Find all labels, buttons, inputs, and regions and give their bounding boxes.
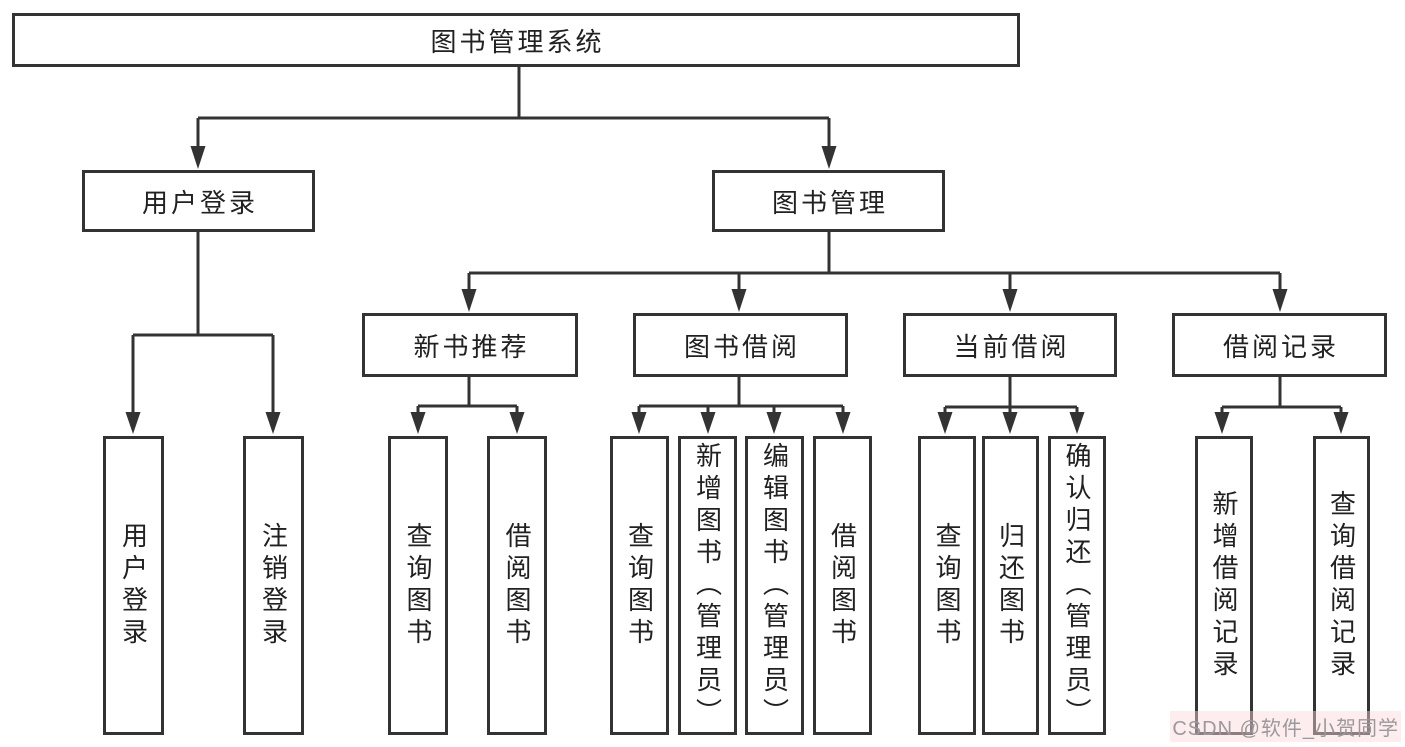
- leaf-query-books-recommend: 查询图书: [388, 436, 448, 735]
- leaf-label: 查询图书: [624, 521, 655, 650]
- node-label: 当前借阅: [953, 331, 1070, 362]
- connector-borrowing: [637, 377, 845, 416]
- leaf-add-borrow-record: 新增借阅记录: [1195, 436, 1253, 735]
- node-label: 用户登录: [141, 187, 258, 218]
- arrowhead-icon: [461, 289, 477, 312]
- leaf-label: 用户登录: [118, 521, 149, 650]
- connector-new-rec: [416, 377, 519, 416]
- node-label: 图书管理: [771, 187, 888, 218]
- leaf-label: 编辑图书（管理员）: [759, 441, 790, 730]
- leaf-user-login: 用户登录: [103, 436, 164, 735]
- arrowhead-icon: [1069, 412, 1085, 434]
- connector-current: [943, 377, 1079, 416]
- leaf-query-books-borrowing: 查询图书: [610, 436, 669, 735]
- leaf-label: 查询图书: [932, 521, 962, 650]
- arrowheads: [125, 146, 1349, 434]
- arrowhead-icon: [1214, 412, 1230, 434]
- connector-user-login: [131, 232, 275, 416]
- node-current-borrowing: 当前借阅: [903, 313, 1117, 377]
- leaf-borrow-books-recommend: 借阅图书: [487, 436, 547, 735]
- leaf-return-books: 归还图书: [982, 436, 1039, 735]
- arrowhead-icon: [410, 412, 426, 434]
- node-label: 图书管理系统: [430, 26, 605, 57]
- arrowhead-icon: [766, 412, 782, 434]
- leaf-logout: 注销登录: [243, 436, 304, 735]
- leaf-label: 确认归还（管理员）: [1062, 441, 1092, 730]
- leaf-borrow-books-borrowing: 借阅图书: [813, 436, 872, 735]
- arrowhead-icon: [1272, 289, 1288, 312]
- leaf-label: 注销登录: [258, 521, 289, 650]
- arrowhead-icon: [631, 412, 647, 434]
- node-book-management-system: 图书管理系统: [12, 13, 1020, 67]
- node-label: 图书借阅: [683, 331, 800, 362]
- csdn-watermark: CSDN @软件_小贺同学: [1170, 711, 1401, 742]
- leaf-label: 新增图书（管理员）: [692, 441, 723, 730]
- connector-records: [1220, 377, 1343, 416]
- leaf-label: 借阅图书: [502, 521, 532, 650]
- leaf-add-book-admin: 新增图书（管理员）: [678, 436, 737, 735]
- node-borrowing-records: 借阅记录: [1172, 313, 1387, 377]
- arrowhead-icon: [1002, 412, 1018, 434]
- arrowhead-icon: [937, 412, 953, 434]
- arrowhead-icon: [731, 289, 747, 312]
- arrowhead-icon: [125, 412, 141, 434]
- node-label: 借阅记录: [1222, 331, 1339, 362]
- connector-book-mgmt: [467, 232, 1282, 294]
- leaf-label: 查询图书: [403, 521, 433, 650]
- leaf-query-borrow-record: 查询借阅记录: [1313, 436, 1370, 735]
- leaf-label: 新增借阅记录: [1209, 489, 1239, 682]
- node-book-borrowing: 图书借阅: [633, 313, 848, 377]
- node-label: 新书推荐: [413, 331, 530, 362]
- node-book-management-branch: 图书管理: [712, 170, 945, 232]
- node-new-book-recommendation: 新书推荐: [362, 313, 578, 377]
- connector-root: [196, 67, 831, 152]
- node-user-login-branch: 用户登录: [82, 170, 315, 232]
- leaf-label: 借阅图书: [827, 521, 858, 650]
- leaf-edit-book-admin: 编辑图书（管理员）: [745, 436, 804, 735]
- arrowhead-icon: [509, 412, 525, 434]
- arrowhead-icon: [1333, 412, 1349, 434]
- leaf-label: 归还图书: [995, 521, 1026, 650]
- arrowhead-icon: [835, 412, 851, 434]
- leaf-query-books-current: 查询图书: [918, 436, 976, 735]
- leaf-label: 查询借阅记录: [1326, 489, 1357, 682]
- arrowhead-icon: [700, 412, 716, 434]
- leaf-confirm-return-admin: 确认归还（管理员）: [1048, 436, 1106, 735]
- arrowhead-icon: [265, 412, 281, 434]
- arrowhead-icon: [821, 146, 837, 169]
- arrowhead-icon: [1002, 289, 1018, 312]
- arrowhead-icon: [190, 146, 206, 169]
